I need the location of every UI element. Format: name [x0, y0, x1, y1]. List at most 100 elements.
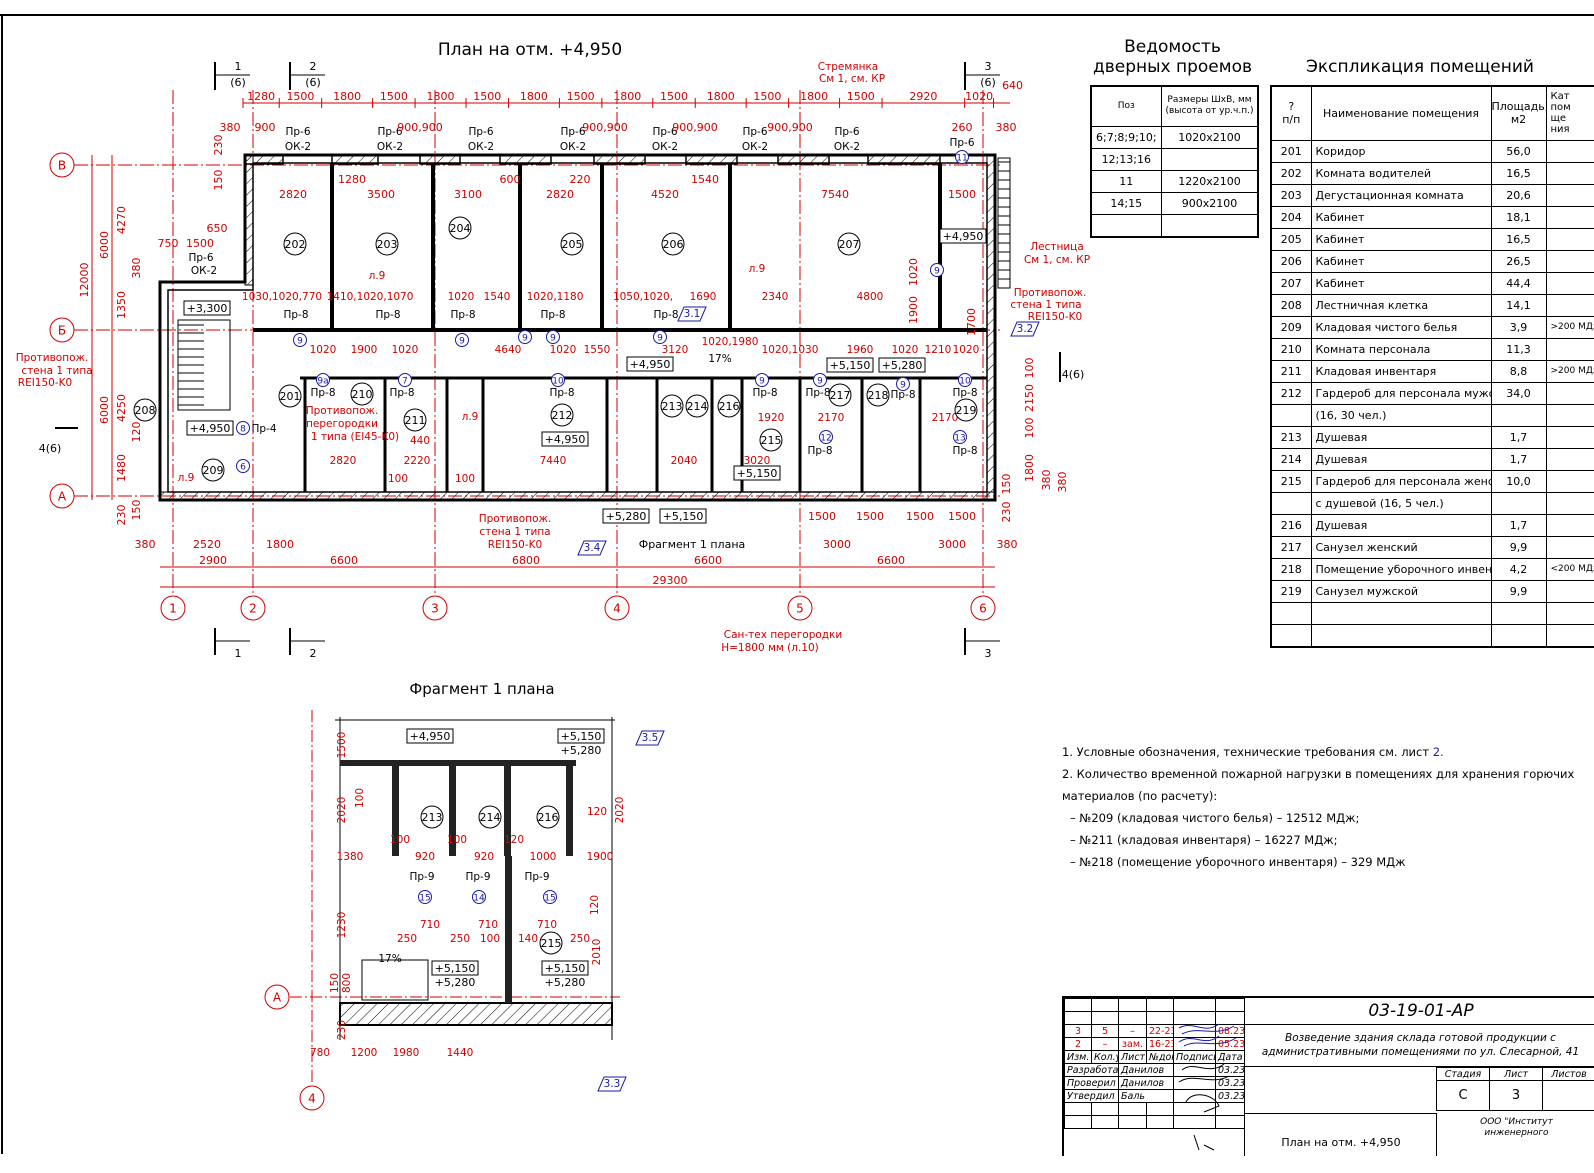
dimension-label: 140 [518, 933, 538, 945]
window-label: ОК-2 [652, 141, 678, 153]
axis-bubble: Б [58, 323, 66, 337]
section-sheet: (6) [980, 76, 996, 89]
window-lintel [245, 155, 283, 164]
room-row [1271, 624, 1594, 647]
sheets-value [1543, 1081, 1594, 1111]
dimension-label: 640 [1002, 79, 1023, 92]
annotation: 1 типа (EI45-K0) [311, 431, 399, 443]
door-label: Пр-8 [952, 387, 977, 399]
level-mark: +5,280 [561, 744, 602, 757]
explication-title: Экспликация помещений [1270, 57, 1570, 77]
room-name: Гардероб для персонала мужской [1311, 382, 1491, 404]
room-name: Помещение уборочного инвентаря [1311, 558, 1491, 580]
dimension-label: 2020 [614, 797, 626, 824]
room-area: 1,7 [1491, 514, 1546, 536]
door-number: 15 [419, 893, 430, 903]
door-number: 9 [934, 266, 940, 276]
section-number: 1 [235, 647, 242, 660]
axis-bubble: 2 [249, 601, 257, 615]
dimension-label: 380 [996, 121, 1017, 134]
room-name: Кладовая чистого белья [1311, 316, 1491, 338]
door-pos: 11 [1091, 170, 1161, 192]
project-name: Возведение здания склада готовой продукц… [1244, 1025, 1594, 1067]
room-name [1311, 624, 1491, 647]
door-schedule-table: Поз Размеры ШхВ, мм(высота от ур.ч.п.) 6… [1090, 85, 1259, 238]
room-number: 203 [377, 238, 398, 251]
revision-tag-label: 3.2 [1017, 323, 1034, 335]
organization: ООО "Институт инженерного [1436, 1113, 1594, 1156]
dimension-label: 2820 [330, 455, 357, 467]
room-category [1546, 514, 1594, 536]
room-name: Кладовая инвентаря [1311, 360, 1491, 382]
door-number: 9 [522, 333, 528, 343]
partition-wall [566, 766, 573, 856]
door-label: Пр-8 [653, 309, 678, 321]
door-number: 6 [240, 462, 246, 472]
dimension-label: 3500 [367, 188, 395, 201]
room-category [1546, 536, 1594, 558]
room-num: 217 [1271, 536, 1311, 558]
dimension-label: 1500 [336, 732, 348, 759]
signatory-role: Утвердил [1065, 1090, 1119, 1103]
dimension-label: 1540 [484, 291, 511, 303]
door-label: Пр-8 [890, 389, 915, 401]
door-label: Пр-8 [375, 309, 400, 321]
room-number: 201 [280, 390, 301, 403]
annotation: стена 1 типа [21, 365, 92, 377]
dimension-label: 1020 [892, 344, 919, 356]
dimension-label: 2820 [279, 188, 307, 201]
section-sheet: (6) [230, 76, 246, 89]
header-size-1: Размеры ШхВ, мм [1166, 95, 1254, 106]
explication-table: ?п/п Наименование помещения Площадь,м2 К… [1270, 85, 1594, 648]
header-cat-1: Кат [1551, 91, 1594, 102]
door-number: 9 [657, 333, 663, 343]
dimension-label: 1800 [520, 90, 548, 103]
dimension-label: 1800 [707, 90, 735, 103]
header-cat-2: пом [1551, 102, 1594, 113]
header-size-2: (высота от ур.ч.п.) [1166, 106, 1254, 117]
dimension-label: 12000 [78, 263, 91, 298]
room-num: 201 [1271, 140, 1311, 162]
room-num [1271, 492, 1311, 514]
dimension-label: 260 [952, 121, 973, 134]
rev-list: – [1119, 1025, 1147, 1038]
room-area: 16,5 [1491, 162, 1546, 184]
dimension-label: 4800 [857, 291, 884, 303]
section-number: 3 [985, 647, 992, 660]
annotation: Сан-тех перегородки [724, 629, 842, 641]
dimension-label: 1280 [338, 173, 366, 186]
annotation: REI150-K0 [18, 377, 72, 389]
dimension-label: 750 [158, 237, 179, 250]
window-label: ОК-2 [285, 141, 311, 153]
rev-header: Лист [1119, 1051, 1147, 1064]
room-number: 210 [352, 388, 373, 401]
door-row: 6;7;8;9;10;1020х2100 [1091, 126, 1258, 148]
annotation: Противопож. [1014, 287, 1087, 299]
door-label: Пр-8 [549, 387, 574, 399]
level-mark: +4,950 [630, 358, 671, 371]
rev-header: Изм. [1065, 1051, 1092, 1064]
rev-kol: 5 [1092, 1025, 1119, 1038]
door-number: 7 [402, 376, 408, 386]
room-number: 209 [203, 464, 224, 477]
dimension-label: 100 [455, 473, 475, 485]
dimension-label: 29300 [653, 574, 688, 587]
window-lintel [868, 155, 940, 164]
dimension-label: 900 [255, 121, 276, 134]
header-num-2: п/п [1276, 113, 1307, 126]
door-schedule-title-2: дверных проемов [1085, 57, 1260, 77]
header-num: ?п/п [1271, 86, 1311, 140]
window-label: ОК-2 [742, 141, 768, 153]
room-area: 3,9 [1491, 316, 1546, 338]
dimension-label: 1050,1020, [613, 291, 673, 303]
room-area: 8,8 [1491, 360, 1546, 382]
dimension-label: 250 [450, 933, 470, 945]
room-num: 206 [1271, 250, 1311, 272]
dimension-label: 1960 [847, 344, 874, 356]
